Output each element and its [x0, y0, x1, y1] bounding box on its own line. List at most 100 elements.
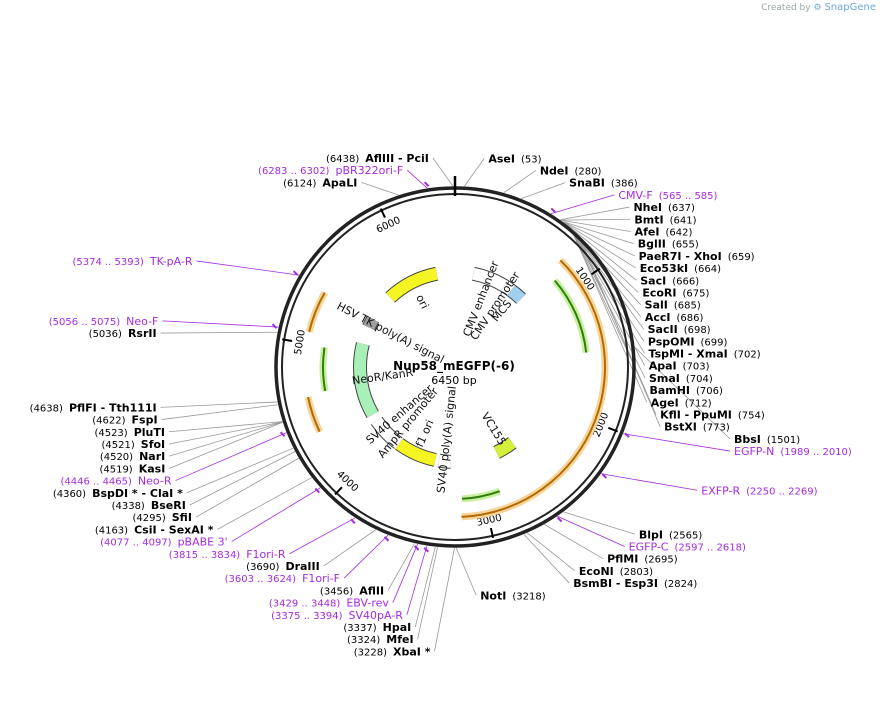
- enzyme-leader-line: [521, 182, 566, 200]
- primer-label: (5056 .. 5075)Neo-F: [49, 315, 159, 328]
- enzyme-name: AflII: [359, 584, 384, 597]
- enzyme-label: PspOMI(699): [648, 335, 728, 348]
- enzyme-label: (4622)FspI: [92, 414, 157, 427]
- enzyme-label: (4520) NarI: [100, 450, 165, 463]
- enzyme-label: (3337)HpaI: [343, 621, 411, 634]
- enzyme-label: ApaI (703): [649, 360, 710, 373]
- enzyme-label: (3456)AflII: [320, 584, 384, 597]
- enzyme-position: (280): [574, 166, 601, 177]
- feature-label: HSV TK poly(A) signal: [335, 300, 447, 367]
- enzyme-name: SfoI: [141, 438, 165, 451]
- enzyme-position: (704): [686, 374, 713, 385]
- primer-name: Neo-F: [126, 315, 158, 328]
- enzyme-name: PflMI: [607, 553, 638, 566]
- scale-tick: [282, 338, 293, 342]
- enzyme-name: BstXI: [664, 421, 697, 434]
- primer-position: (4077 .. 4097): [100, 538, 172, 549]
- enzyme-label: (6124)ApaLI: [283, 176, 357, 189]
- feature-arrow: [363, 316, 379, 330]
- enzyme-position: (3324): [347, 635, 380, 646]
- enzyme-leader-line: [455, 547, 477, 596]
- primer-mark: [314, 487, 320, 494]
- enzyme-leader-line: [387, 543, 415, 591]
- enzyme-position: (53): [521, 154, 542, 165]
- enzyme-leader-line: [186, 447, 294, 494]
- enzyme-position: (4638): [30, 403, 63, 414]
- enzyme-position: (4520): [100, 452, 133, 463]
- site-labels: AseI(53)NdeI(280)SnaBI(386)CMV-F(565 .. …: [30, 152, 852, 658]
- primer-name: TK-pA-R: [149, 255, 193, 268]
- enzyme-position: (686): [677, 313, 704, 324]
- enzyme-position: (702): [734, 349, 761, 360]
- enzyme-position: (641): [670, 215, 697, 226]
- feature-label: VC155: [479, 410, 509, 448]
- primer-leader-line: [343, 534, 389, 579]
- enzyme-name: PluTI: [134, 426, 165, 439]
- enzyme-name: AccI: [645, 311, 671, 324]
- enzyme-position: (4521): [102, 440, 135, 451]
- enzyme-label: (4523) PluTI: [94, 426, 165, 439]
- feature-arrow: [371, 417, 395, 442]
- enzyme-leader-line: [564, 222, 637, 281]
- feature-arrow: [437, 454, 452, 468]
- primer-label: (6283 .. 6302)pBR322ori-F: [258, 164, 403, 177]
- primer-mark: [292, 270, 299, 276]
- enzyme-leader-line: [544, 524, 604, 560]
- primer-mark: [271, 323, 278, 329]
- scale-tick: [608, 426, 619, 433]
- primer-name: pBABE 3': [178, 536, 228, 549]
- primer-position: (1989 .. 2010): [780, 447, 852, 458]
- primer-position: (3603 .. 3624): [225, 574, 297, 585]
- primer-leader-line: [406, 169, 428, 189]
- enzyme-label: SalI(685): [645, 299, 701, 312]
- enzyme-leader-line: [195, 457, 299, 518]
- enzyme-leader-line: [160, 401, 278, 408]
- enzyme-name: SnaBI: [569, 177, 605, 190]
- primer-name: EGFP-C: [629, 540, 669, 553]
- feature-arrow: [395, 438, 437, 466]
- enzyme-name: ApaI: [649, 360, 677, 373]
- enzyme-name: NarI: [139, 450, 165, 463]
- enzyme-name: BseRI: [151, 499, 186, 512]
- primer-label: EGFP-C(2597 .. 2618): [629, 540, 746, 553]
- enzyme-position: (664): [694, 264, 721, 275]
- enzyme-position: (703): [683, 362, 710, 373]
- enzyme-leader-line: [434, 547, 455, 652]
- primer-position: (3429 .. 3448): [269, 599, 341, 610]
- enzyme-leader-line: [578, 234, 661, 427]
- primer-leader-line: [196, 260, 300, 276]
- primer-position: (4446 .. 4465): [61, 477, 133, 488]
- orf-arc-green-line: [462, 490, 501, 500]
- enzyme-position: (386): [611, 179, 638, 190]
- primer-position: (3815 .. 3834): [169, 550, 241, 561]
- enzyme-label: PaeR7I - XhoI(659): [639, 250, 755, 263]
- primer-mark: [550, 207, 556, 213]
- enzyme-name: PflFI - Tth111I: [69, 401, 157, 414]
- enzyme-position: (4360): [53, 489, 86, 500]
- enzyme-name: BglII: [638, 238, 666, 251]
- enzyme-name: TspMI - XmaI: [649, 347, 728, 360]
- enzyme-label: TspMI - XmaI (702): [649, 347, 761, 360]
- enzyme-position: (699): [701, 337, 728, 348]
- primer-mark: [279, 431, 286, 437]
- enzyme-position: (637): [668, 203, 695, 214]
- primer-mark: [383, 536, 390, 542]
- enzyme-leader-line: [361, 182, 399, 196]
- primer-name: F1ori-R: [246, 548, 286, 561]
- enzyme-label: NotI(3218): [480, 589, 545, 602]
- primer-mark: [423, 547, 429, 553]
- enzyme-label: (6438)AflIII - PciI: [326, 152, 429, 165]
- enzyme-position: (4523): [94, 428, 127, 439]
- enzyme-leader-line: [634, 347, 731, 440]
- enzyme-label: NheI(637): [633, 201, 695, 214]
- primer-mark: [414, 545, 420, 551]
- primer-leader-line: [175, 432, 287, 481]
- enzyme-position: (675): [683, 288, 710, 299]
- enzyme-leader-line: [189, 451, 296, 506]
- enzyme-name: XbaI *: [393, 645, 431, 658]
- snapgene-logo-icon: ⚙: [813, 3, 822, 13]
- enzyme-label: (3324)MfeI: [347, 633, 414, 646]
- enzyme-leader-line: [563, 222, 637, 269]
- feature-arrow: [493, 437, 516, 458]
